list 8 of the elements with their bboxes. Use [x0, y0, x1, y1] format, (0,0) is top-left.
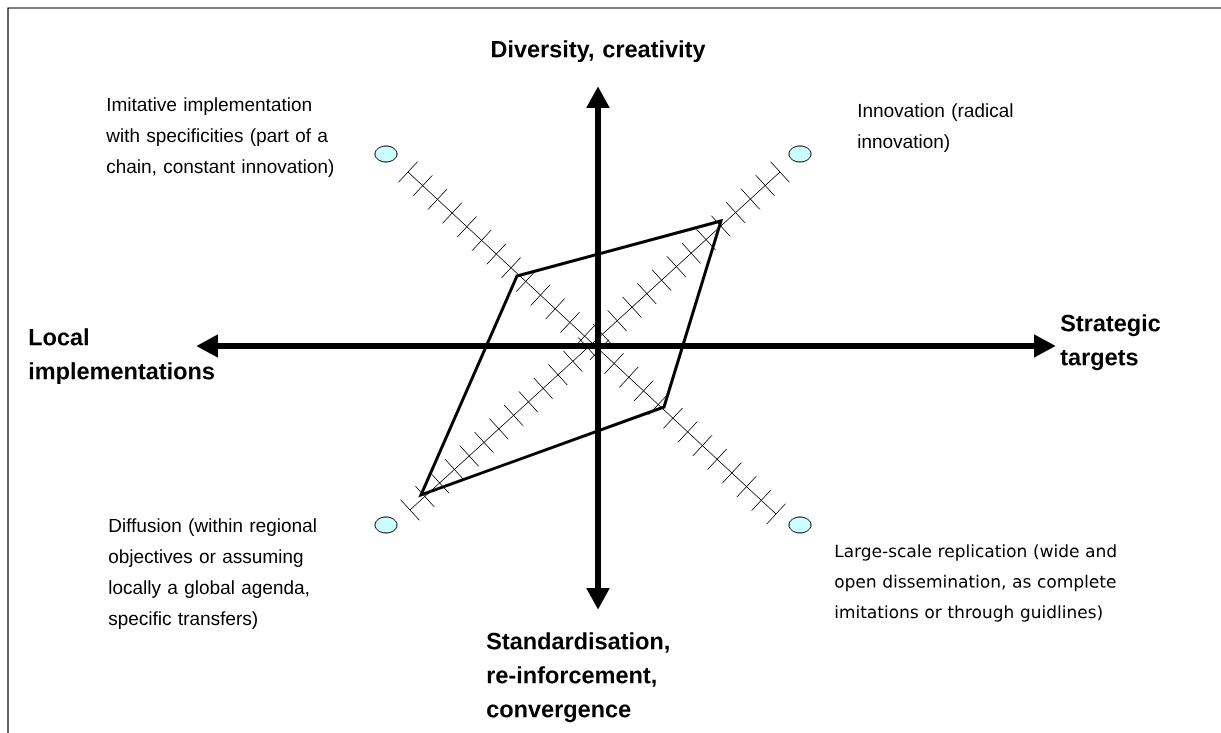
- quadrant-label: Diffusion (within regional objectives or assuming locally a global agenda, specific transfers): [108, 518, 316, 629]
- axis-label: Diversity, creativity: [492, 40, 706, 63]
- axis-label: Local implementations: [29, 328, 214, 385]
- quadrant-label: Imitative implementation with specificities (part of a chain, constant innovation): [106, 97, 334, 177]
- quadrant-label: Large-scale replication (wide and open dissemination, as complete imitations or through guidlines): [835, 544, 1116, 622]
- axis-label: Standardisation, re-inforcement, convergence: [486, 632, 669, 723]
- quadrant-label: Innovation (radical innovation): [858, 103, 1013, 152]
- axis-label: Strategic targets: [1060, 314, 1161, 371]
